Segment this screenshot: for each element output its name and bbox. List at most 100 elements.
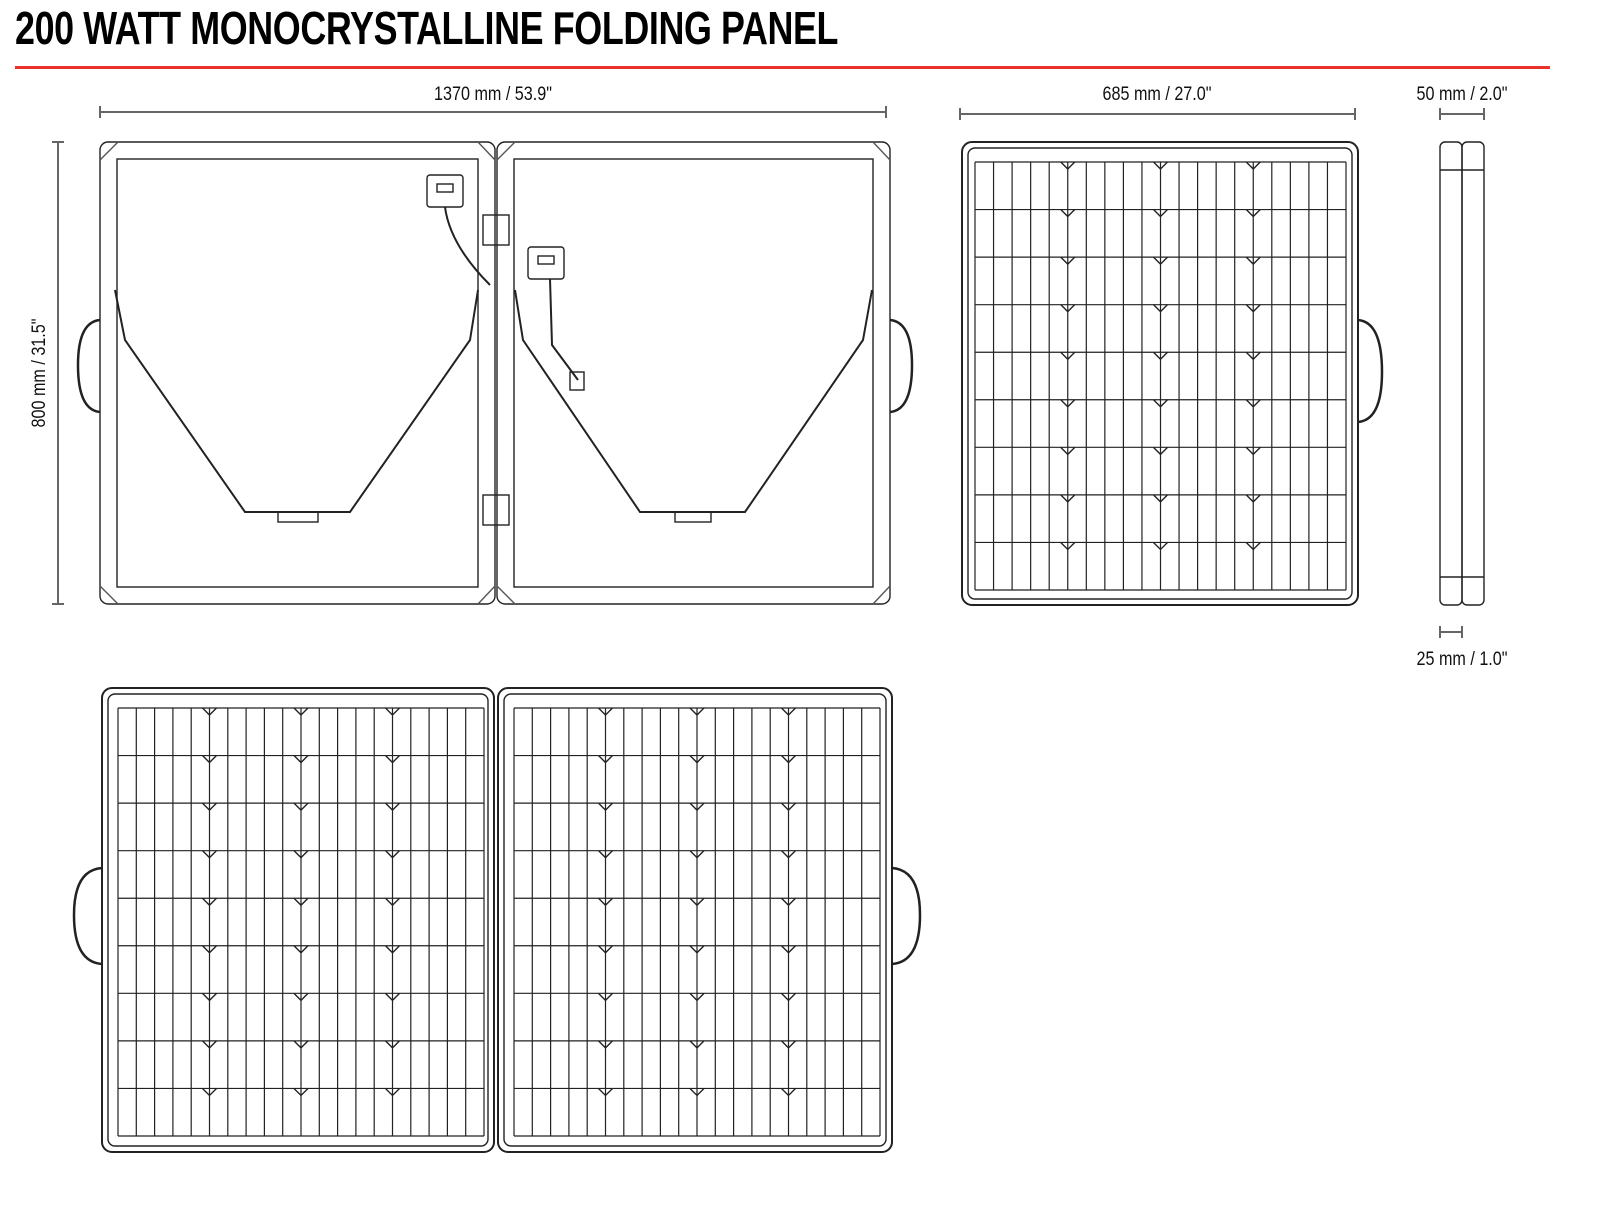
junction-box-icon <box>426 174 464 208</box>
busbar-marker <box>293 1087 309 1097</box>
busbar-marker <box>385 992 400 1002</box>
single-thickness-label: 25 mm / 1.0" <box>1416 649 1508 670</box>
dimension-lines <box>52 106 1485 638</box>
busbar-marker <box>1153 541 1168 551</box>
busbar-marker <box>1060 351 1076 361</box>
open-front-view <box>72 687 922 1153</box>
handle-icon <box>76 318 101 414</box>
open-back-view <box>76 141 914 605</box>
busbar-marker <box>598 945 613 954</box>
busbar-marker <box>293 897 309 907</box>
busbar-marker <box>781 802 796 812</box>
connector-icon <box>277 511 319 523</box>
busbar-marker <box>598 1087 613 1097</box>
busbar-marker <box>385 1087 400 1097</box>
busbar-marker <box>202 945 217 954</box>
busbar-marker <box>598 707 613 716</box>
busbar-marker <box>202 992 217 1002</box>
hinge-icon <box>482 214 510 246</box>
busbar-marker <box>1060 161 1076 170</box>
busbar-marker <box>1153 256 1168 266</box>
busbar-marker <box>1153 209 1168 218</box>
busbar-marker <box>781 945 796 954</box>
solar-cell-grid <box>974 161 1347 591</box>
busbar-marker <box>781 755 796 764</box>
busbar-marker <box>598 850 613 859</box>
busbar-marker <box>1245 304 1261 313</box>
busbar-marker <box>293 707 309 716</box>
folded-thickness-label: 50 mm / 2.0" <box>1416 84 1508 105</box>
handle-icon <box>891 866 922 966</box>
busbar-marker <box>202 802 217 812</box>
busbar-marker <box>1060 399 1076 408</box>
busbar-marker <box>1153 446 1168 456</box>
cell-lines <box>117 707 485 1137</box>
folded-width-label: 685 mm / 27.0" <box>1102 84 1212 105</box>
open-width-label: 1370 mm / 53.9" <box>434 84 552 105</box>
busbar-marker <box>202 897 217 907</box>
back-panel-left <box>76 141 496 605</box>
busbar-marker <box>598 992 613 1002</box>
solar-cell-grid <box>117 707 485 1137</box>
busbar-marker <box>689 1040 705 1049</box>
busbar-marker <box>1153 399 1168 408</box>
busbar-marker <box>598 897 613 907</box>
busbar-marker <box>202 1040 217 1049</box>
connector-icon <box>674 511 712 523</box>
handle-icon <box>889 318 914 414</box>
handle-icon <box>1357 318 1384 424</box>
busbar-marker <box>1060 209 1076 218</box>
busbar-marker <box>1245 494 1261 503</box>
busbar-marker <box>1060 494 1076 503</box>
side-view <box>1439 141 1485 606</box>
busbar-marker <box>1245 541 1261 551</box>
busbar-marker <box>293 945 309 954</box>
mc4-connector-icon <box>569 371 585 391</box>
hinge-icon <box>482 494 510 526</box>
page-title: 200 WATT MONOCRYSTALLINE FOLDING PANEL <box>15 2 839 54</box>
busbar-marker <box>385 755 400 764</box>
busbar-marker <box>689 707 705 716</box>
busbar-marker <box>1060 256 1076 266</box>
busbar-marker <box>1153 494 1168 503</box>
busbar-marker <box>1060 541 1076 551</box>
back-panel-right <box>496 141 914 605</box>
busbar-marker <box>781 850 796 859</box>
busbar-marker <box>1245 399 1261 408</box>
busbar-marker <box>293 992 309 1002</box>
busbar-marker <box>781 707 796 716</box>
busbar-marker <box>385 850 400 859</box>
busbar-marker <box>598 755 613 764</box>
busbar-marker <box>1153 351 1168 361</box>
busbar-marker <box>598 1040 613 1049</box>
busbar-marker <box>293 850 309 859</box>
busbar-marker <box>1060 304 1076 313</box>
busbar-marker <box>689 802 705 812</box>
busbar-marker <box>1153 161 1168 170</box>
busbar-marker <box>293 755 309 764</box>
busbar-marker <box>293 1040 309 1049</box>
busbar-marker <box>689 992 705 1002</box>
junction-box-icon <box>527 246 565 280</box>
busbar-marker <box>781 897 796 907</box>
busbar-marker <box>385 945 400 954</box>
busbar-marker <box>1245 256 1261 266</box>
busbar-marker <box>1245 351 1261 361</box>
busbar-marker <box>781 992 796 1002</box>
busbar-marker <box>781 1087 796 1097</box>
busbar-marker <box>598 802 613 812</box>
busbar-marker <box>202 850 217 859</box>
busbar-marker <box>385 802 400 812</box>
busbar-marker <box>689 755 705 764</box>
busbar-marker <box>385 1040 400 1049</box>
busbar-marker <box>385 707 400 716</box>
busbar-marker <box>1060 446 1076 456</box>
busbar-marker <box>202 1087 217 1097</box>
busbar-marker <box>202 755 217 764</box>
busbar-marker <box>1245 161 1261 170</box>
busbar-marker <box>781 1040 796 1049</box>
handle-icon <box>72 866 103 966</box>
cell-lines <box>974 161 1347 591</box>
busbar-marker <box>689 945 705 954</box>
